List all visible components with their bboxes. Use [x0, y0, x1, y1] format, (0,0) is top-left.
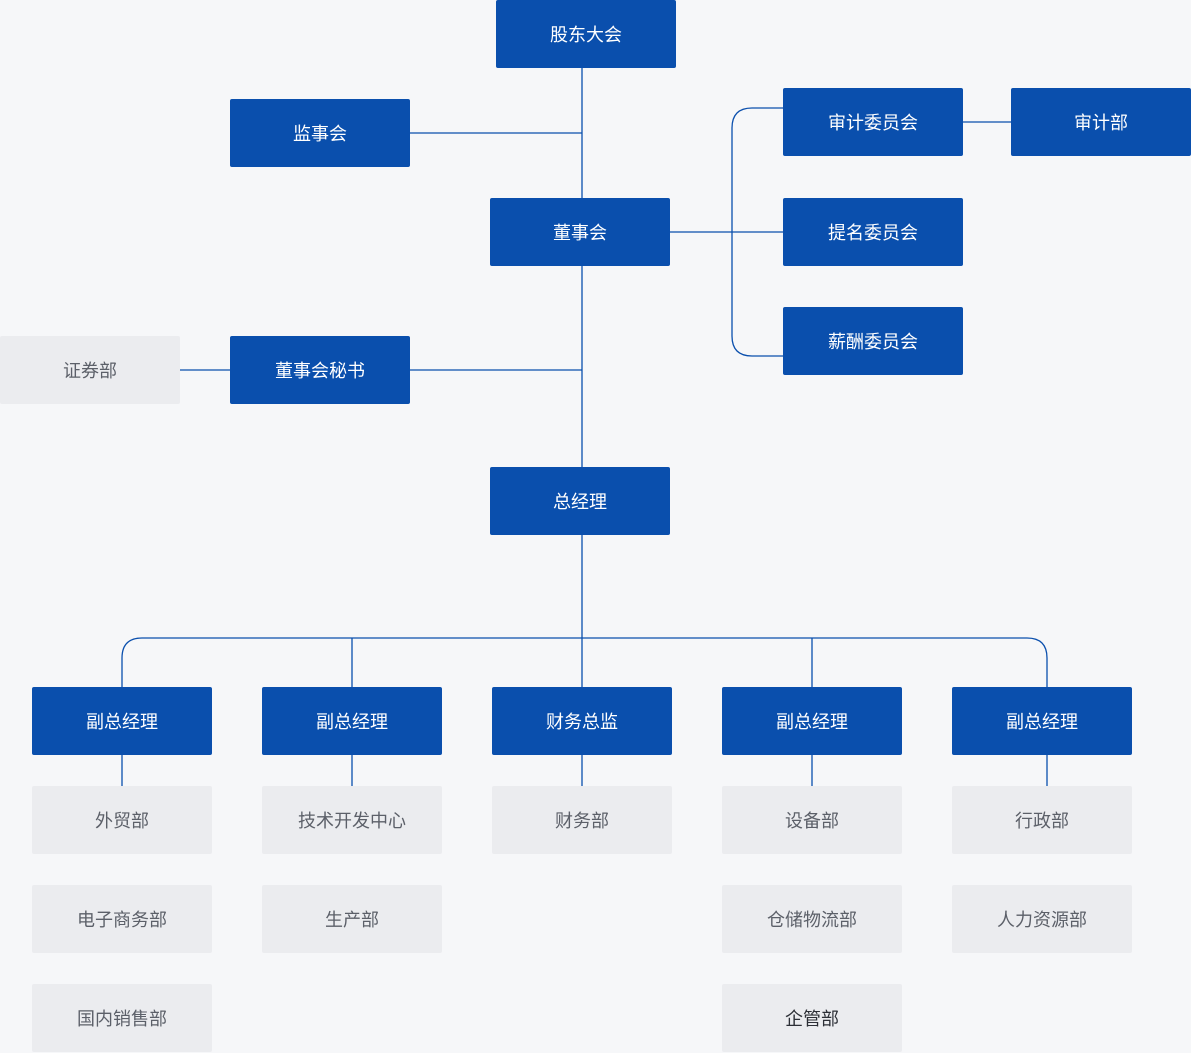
dept-e-commerce: 电子商务部	[32, 885, 212, 953]
node-audit-department: 审计部	[1011, 88, 1191, 156]
dept-finance: 财务部	[492, 786, 672, 854]
node-board-secretary: 董事会秘书	[230, 336, 410, 404]
dept-human-resources: 人力资源部	[952, 885, 1132, 953]
node-vice-president-2: 副总经理	[262, 687, 442, 755]
bracket-vps	[121, 637, 1048, 687]
dept-enterprise-management: 企管部	[722, 984, 902, 1052]
dept-warehouse-logistics: 仓储物流部	[722, 885, 902, 953]
node-supervisory-board: 监事会	[230, 99, 410, 167]
node-vice-president-1: 副总经理	[32, 687, 212, 755]
node-general-manager: 总经理	[490, 467, 670, 535]
dept-production: 生产部	[262, 885, 442, 953]
node-nomination-committee: 提名委员会	[783, 198, 963, 266]
dept-foreign-trade: 外贸部	[32, 786, 212, 854]
node-securities-department: 证券部	[0, 336, 180, 404]
node-audit-committee: 审计委员会	[783, 88, 963, 156]
node-compensation-committee: 薪酬委员会	[783, 307, 963, 375]
dept-equipment: 设备部	[722, 786, 902, 854]
node-vice-president-5: 副总经理	[952, 687, 1132, 755]
node-board-of-directors: 董事会	[490, 198, 670, 266]
node-vice-president-4: 副总经理	[722, 687, 902, 755]
node-shareholders-meeting: 股东大会	[496, 0, 676, 68]
dept-domestic-sales: 国内销售部	[32, 984, 212, 1052]
bracket-committees	[731, 107, 783, 357]
node-cfo: 财务总监	[492, 687, 672, 755]
dept-technology-center: 技术开发中心	[262, 786, 442, 854]
dept-administration: 行政部	[952, 786, 1132, 854]
